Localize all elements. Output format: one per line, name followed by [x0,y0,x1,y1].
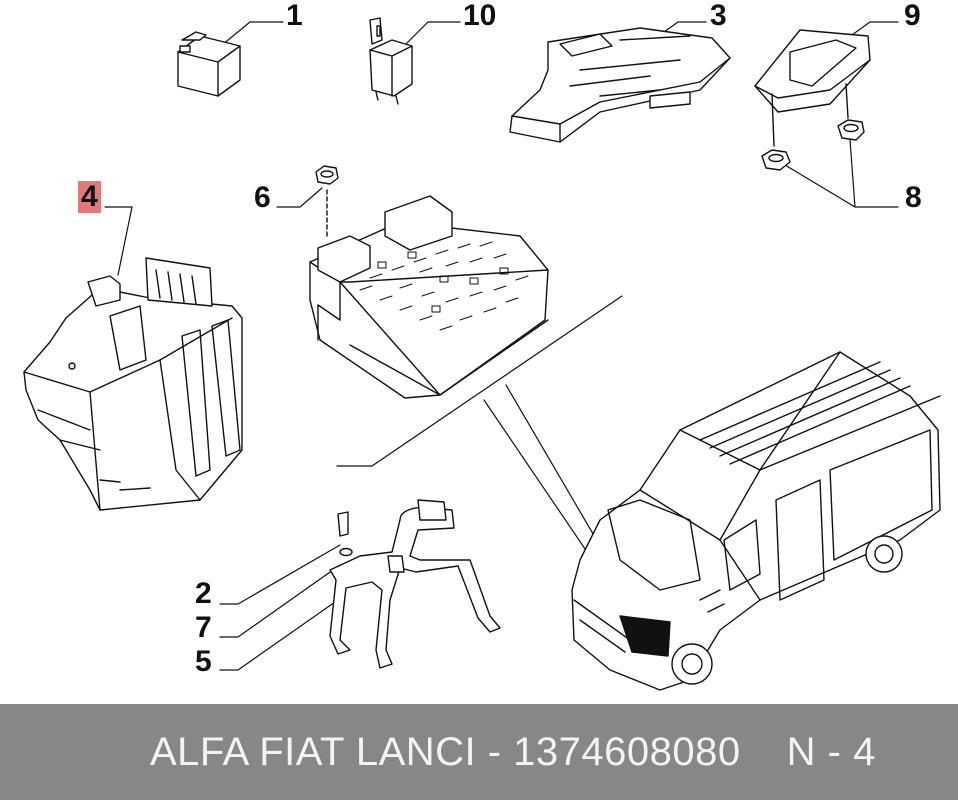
callout-9: 9 [904,0,921,32]
callout-4-highlighted: 4 [78,181,101,213]
nut-part-8 [761,119,865,171]
part-number-text: ALFA FIAT LANCI - 1374608080 [150,729,741,774]
callout-10: 10 [463,0,497,32]
callout-7: 7 [195,611,212,644]
cover-part-9 [754,29,871,147]
callout-1: 1 [286,0,303,32]
relay-part-1 [177,31,241,97]
nut-part-6 [315,165,339,237]
parts-diagram [23,17,941,691]
page-number-text: N - 4 [786,729,876,774]
callout-6: 6 [254,181,271,214]
footer-text: ALFA FIAT LANCI - 1374608080 N - 4 [0,704,958,800]
relay-part-10 [369,17,413,105]
callout-5: 5 [195,645,212,678]
callout-2: 2 [195,577,212,610]
cover-part-3 [509,27,731,143]
callout-3: 3 [710,0,727,32]
van-illustration [571,351,941,691]
footer-bar: ALFA FIAT LANCI - 1374608080 N - 4 [0,704,958,800]
bracket-harness [329,499,501,669]
callout-8: 8 [905,181,922,214]
housing-part-4 [23,257,243,511]
fuse-box [309,195,549,399]
